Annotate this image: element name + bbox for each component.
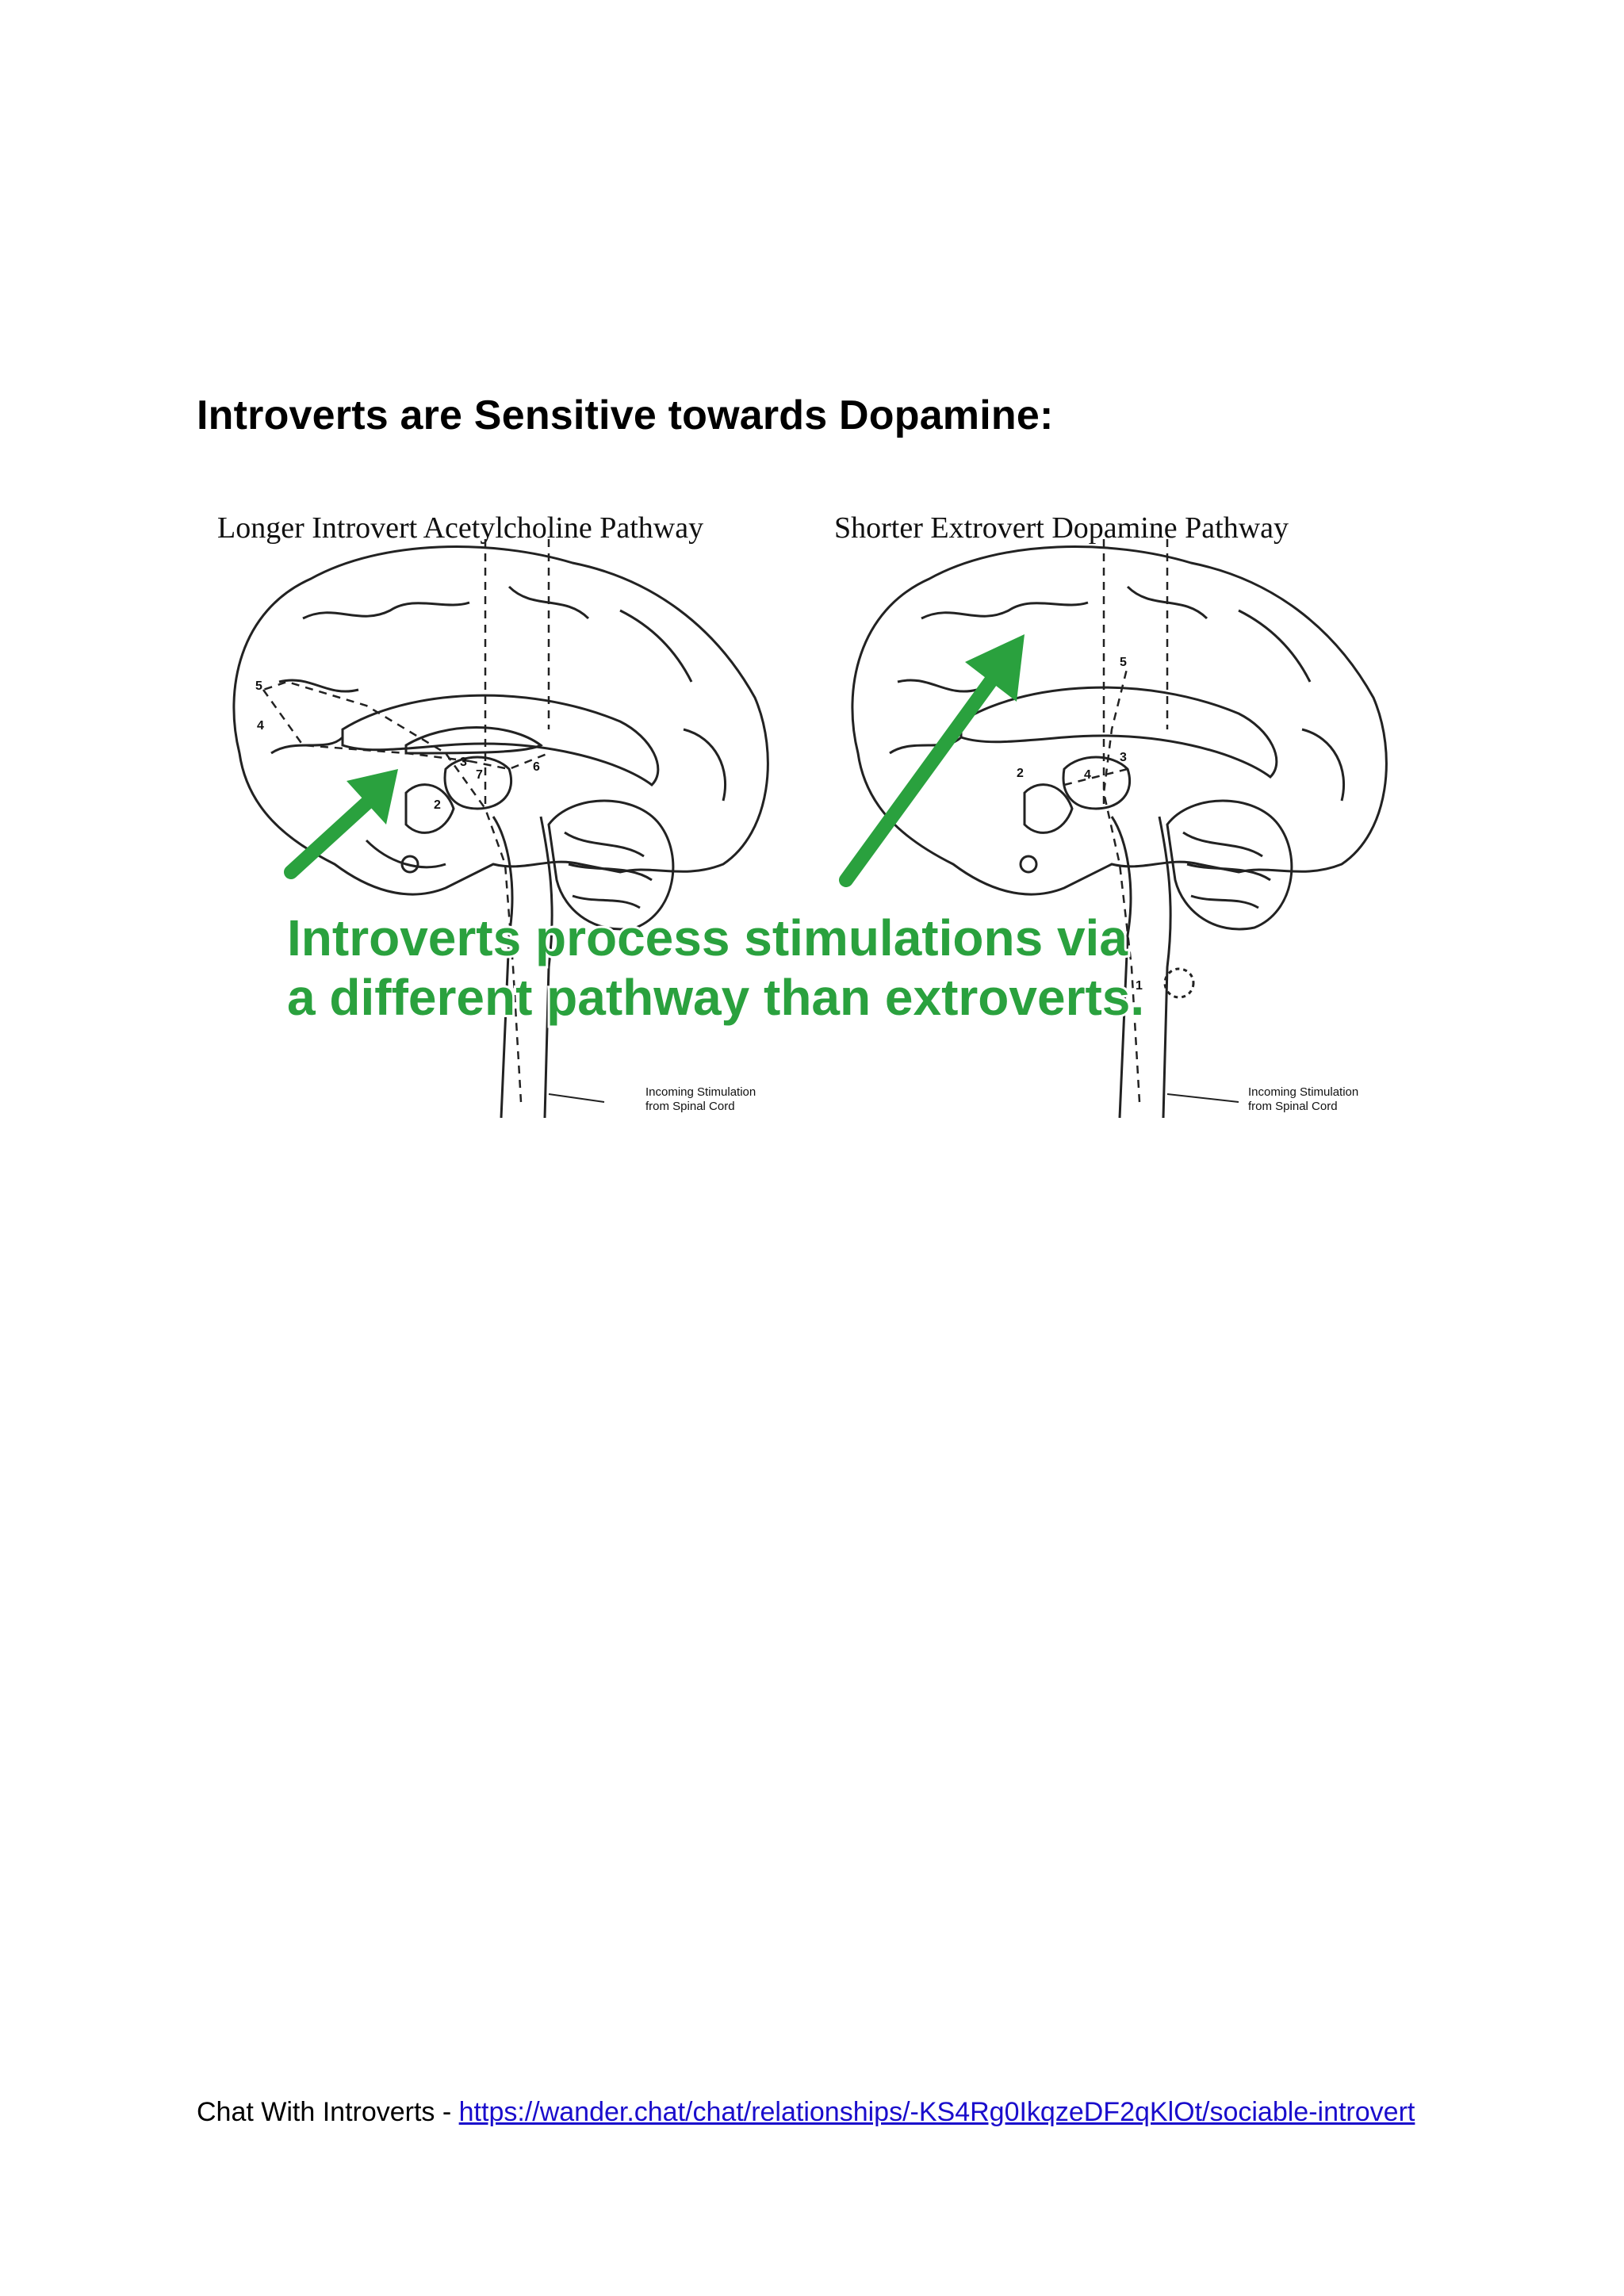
left-brain-drawing <box>232 545 769 1118</box>
brain-illustration: Longer Introvert Acetylcholine Pathway S… <box>217 511 1388 1118</box>
footer-citation: Chat With Introverts - https://wander.ch… <box>197 2093 1434 2131</box>
svg-text:4: 4 <box>1084 768 1091 782</box>
right-green-arrow <box>839 634 1025 887</box>
footer-prefix: Chat With Introverts - <box>197 2097 459 2127</box>
left-green-arrow <box>284 769 398 879</box>
svg-text:4: 4 <box>257 719 264 733</box>
overlay-text-line-2: a different pathway than extroverts. <box>287 969 1144 1026</box>
svg-text:Incoming Stimulation: Incoming Stimulation <box>645 1085 756 1099</box>
svg-text:2: 2 <box>434 798 441 812</box>
left-caption: Incoming Stimulation from Spinal Cord <box>548 1085 756 1113</box>
left-diagram-title: Longer Introvert Acetylcholine Pathway <box>217 511 703 545</box>
svg-text:from Spinal Cord: from Spinal Cord <box>1248 1100 1338 1113</box>
svg-text:1: 1 <box>1136 979 1143 993</box>
svg-text:5: 5 <box>255 679 262 693</box>
right-brain-drawing <box>851 545 1388 1118</box>
svg-text:3: 3 <box>460 756 467 769</box>
brain-pathway-figure: Longer Introvert Acetylcholine Pathway S… <box>208 492 1397 1118</box>
left-pathway-dashes <box>262 539 550 1103</box>
right-pathway-numbers: 5 2 4 3 1 <box>1017 656 1143 993</box>
overlay-text-line-1: Introverts process stimulations via <box>287 909 1128 966</box>
svg-text:Incoming Stimulation: Incoming Stimulation <box>1248 1085 1358 1099</box>
svg-text:from Spinal Cord: from Spinal Cord <box>645 1100 735 1113</box>
right-diagram-title: Shorter Extrovert Dopamine Pathway <box>834 511 1289 545</box>
left-pathway-numbers: 5 4 3 7 6 2 <box>255 679 540 812</box>
source-link[interactable]: https://wander.chat/chat/relationships/-… <box>458 2097 1415 2127</box>
svg-text:5: 5 <box>1120 656 1127 669</box>
page-heading: Introverts are Sensitive towards Dopamin… <box>197 392 1054 438</box>
svg-text:7: 7 <box>476 768 483 782</box>
svg-text:6: 6 <box>533 760 540 774</box>
svg-text:2: 2 <box>1017 767 1024 780</box>
svg-text:3: 3 <box>1120 751 1127 764</box>
right-pathway-dashes <box>1063 539 1169 1103</box>
right-caption: Incoming Stimulation from Spinal Cord <box>1166 1085 1358 1113</box>
